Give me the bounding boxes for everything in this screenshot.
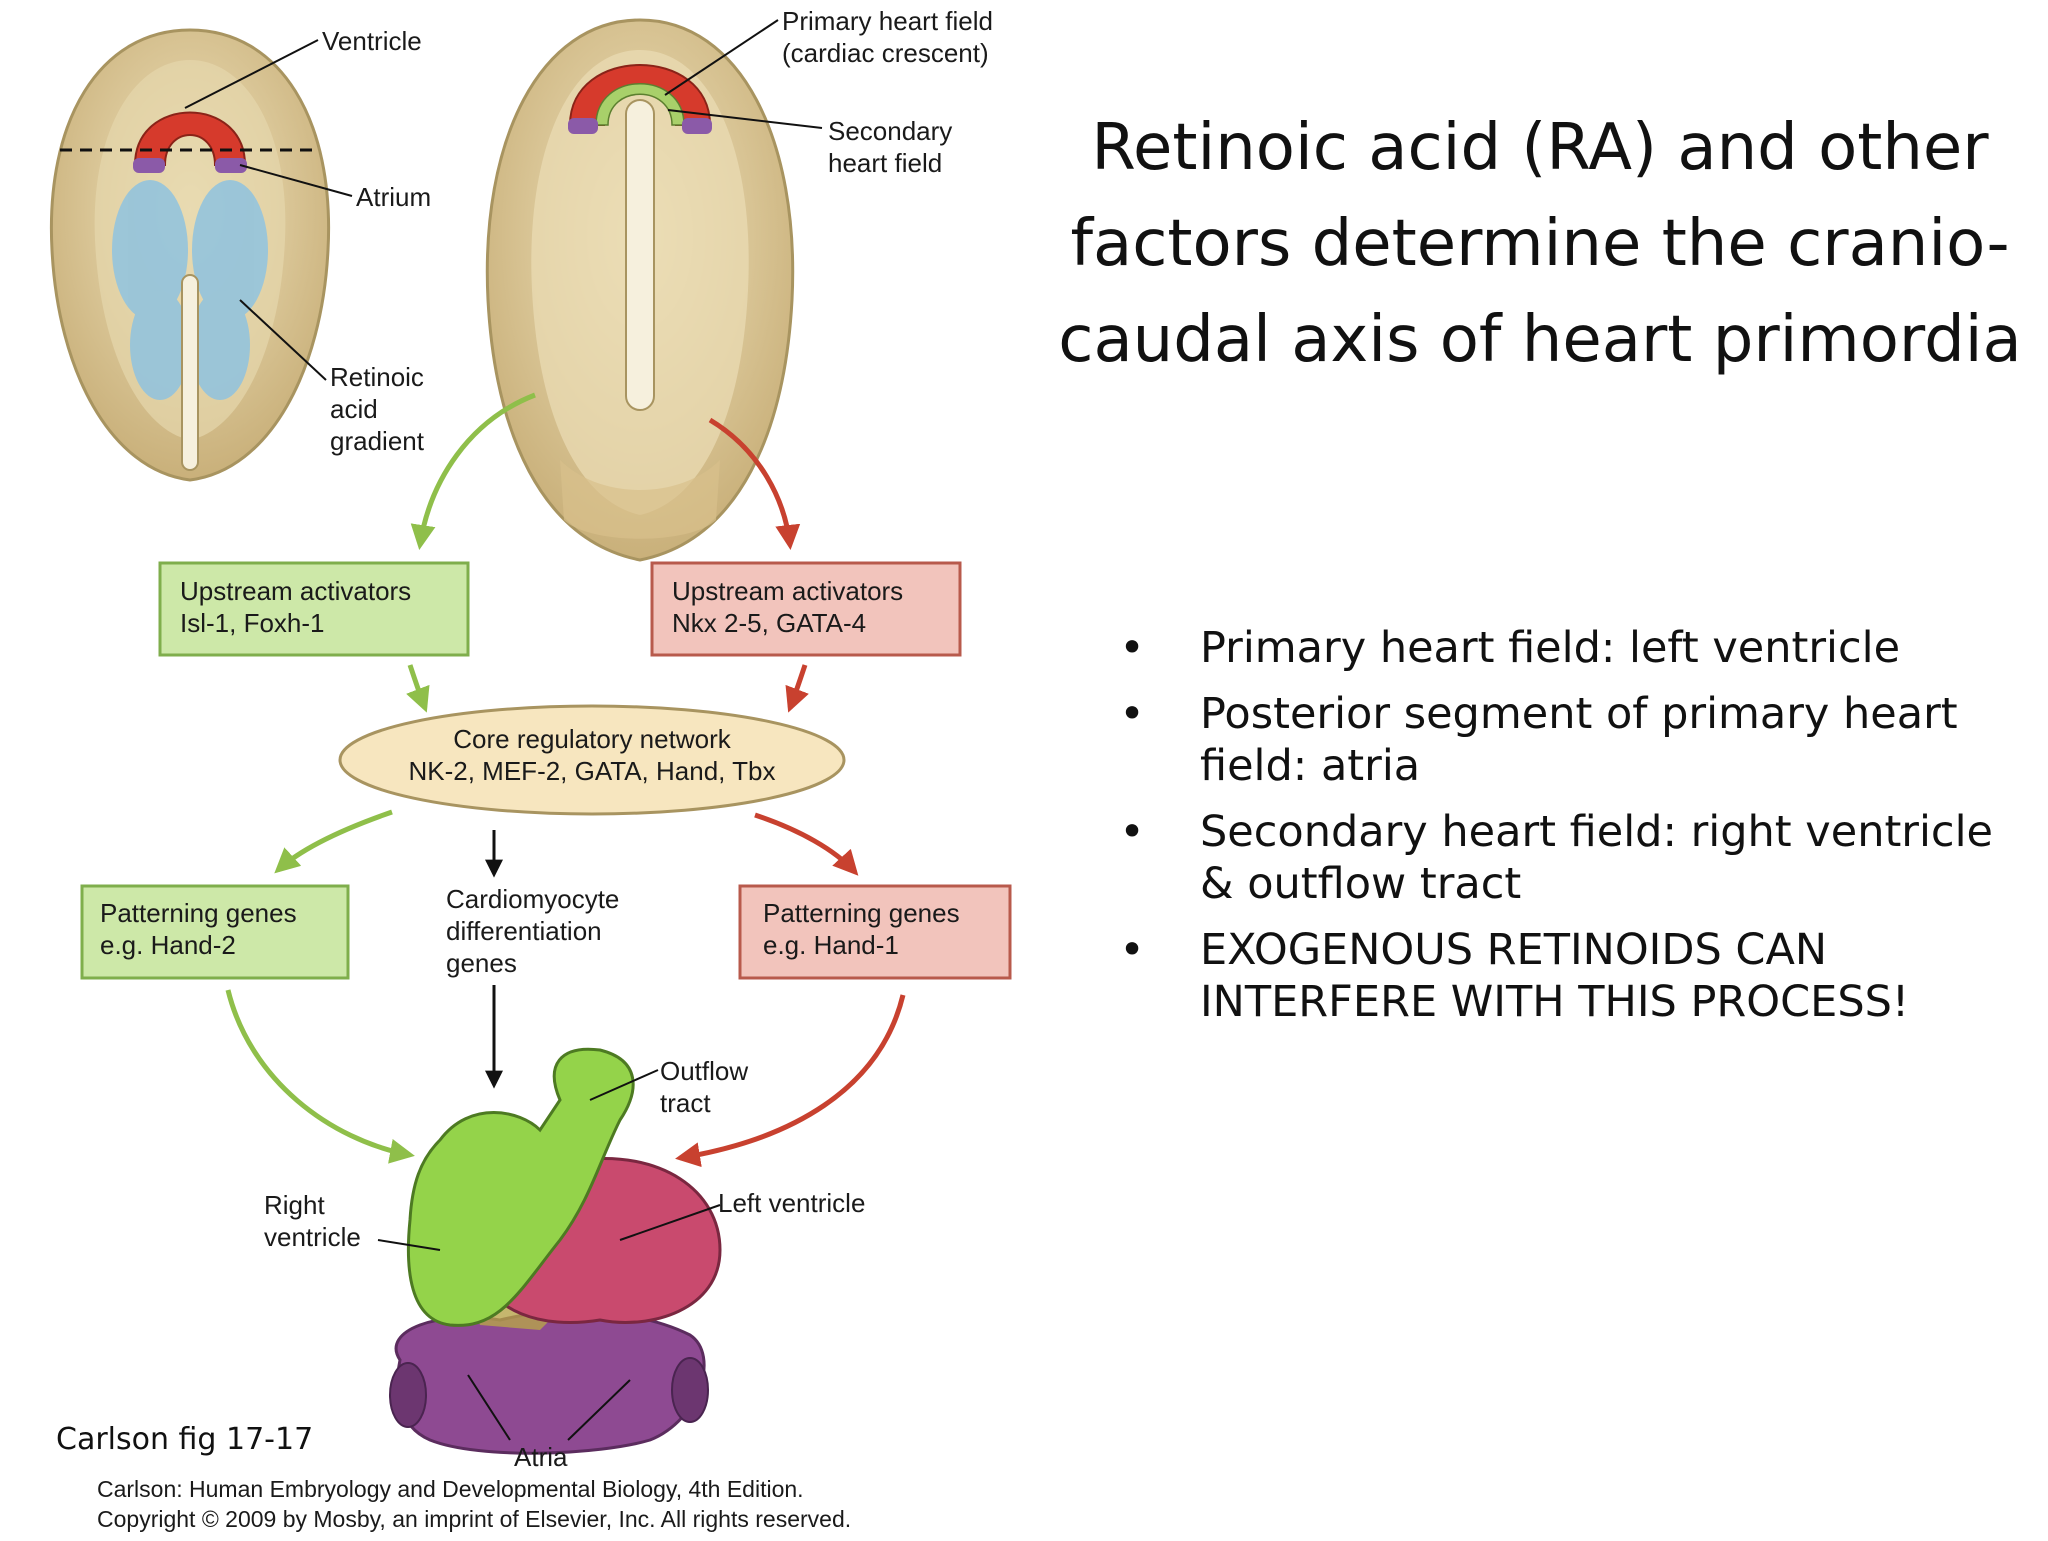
upstream-left-line-1: Upstream activators xyxy=(180,576,411,606)
red-arrow-4 xyxy=(675,994,906,1168)
green-arrow-3 xyxy=(274,809,393,874)
label-secondary-1: Secondary xyxy=(828,116,952,146)
bullet-marker: • xyxy=(1119,623,1145,673)
label-retinoic-1: Retinoic xyxy=(330,362,424,392)
bullet-text: Primary heart field: left ventricle xyxy=(1200,623,1901,673)
bullet-marker: • xyxy=(1119,807,1145,857)
green-arrow-2 xyxy=(406,664,430,713)
figure-svg: Upstream activators Isl-1, Foxh-1 Upstre… xyxy=(49,6,1012,1472)
upstream-right-line-1: Upstream activators xyxy=(672,576,903,606)
bullet-item: • Primary heart field: left ventricle xyxy=(1112,622,2012,674)
red-arrow-3 xyxy=(754,812,859,876)
upstream-right-box xyxy=(650,561,962,657)
label-primary-1: Primary heart field xyxy=(782,6,993,36)
upstream-left-line-2: Isl-1, Foxh-1 xyxy=(180,608,325,638)
bullet-item: • Secondary heart field: right ventricle… xyxy=(1112,806,2012,910)
label-left-ventricle: Left ventricle xyxy=(718,1188,865,1218)
green-arrow-1 xyxy=(410,392,536,550)
bullet-text: EXOGENOUS RETINOIDS CAN INTERFERE WITH T… xyxy=(1200,925,1910,1027)
cardio-line-1: Cardiomyocyte xyxy=(446,884,619,914)
cardio-line-3: genes xyxy=(446,948,517,978)
label-ventricle: Ventricle xyxy=(322,26,422,56)
left-embryo xyxy=(49,28,353,482)
label-right-1: Right xyxy=(264,1190,325,1220)
pattern-left-box xyxy=(80,884,350,980)
pattern-right-line-2: e.g. Hand-1 xyxy=(763,930,899,960)
retinoic-acid-dots xyxy=(112,180,268,400)
slide-title: Retinoic acid (RA) and other factors det… xyxy=(1058,111,2022,377)
bullet-item: • EXOGENOUS RETINOIDS CAN INTERFERE WITH… xyxy=(1112,924,2012,1028)
core-line-2: NK-2, MEF-2, GATA, Hand, Tbx xyxy=(409,756,776,786)
heart-illustration xyxy=(377,1047,722,1455)
figure-caption-line-1: Carlson: Human Embryology and Developmen… xyxy=(97,1476,804,1502)
cardio-line-2: differentiation xyxy=(446,916,602,946)
label-outflow-2: tract xyxy=(660,1088,711,1118)
upstream-right-line-2: Nkx 2-5, GATA-4 xyxy=(672,608,866,638)
bullet-marker: • xyxy=(1119,925,1145,975)
bullet-list: • Primary heart field: left ventricle • … xyxy=(1112,622,2012,1042)
bullet-text: Posterior segment of primary heart field… xyxy=(1200,689,1958,791)
label-right-2: ventricle xyxy=(264,1222,361,1252)
pattern-left-line-2: e.g. Hand-2 xyxy=(100,930,236,960)
core-line-1: Core regulatory network xyxy=(453,724,731,754)
red-arrow-1 xyxy=(708,417,801,550)
label-primary-2: (cardiac crescent) xyxy=(782,38,989,68)
bullet-marker: • xyxy=(1119,689,1145,739)
pattern-right-line-1: Patterning genes xyxy=(763,898,960,928)
label-outflow-1: Outflow xyxy=(660,1056,748,1086)
pattern-right-box xyxy=(738,884,1012,980)
red-arrow-2 xyxy=(785,664,809,713)
label-retinoic-2: acid xyxy=(330,394,378,424)
bullet-item: • Posterior segment of primary heart fie… xyxy=(1112,688,2012,792)
figure-reference: Carlson fig 17-17 xyxy=(56,1422,314,1457)
core-network-ellipse xyxy=(338,704,846,816)
bullet-text: Secondary heart field: right ventricle &… xyxy=(1200,807,1993,909)
upstream-left-box xyxy=(158,561,470,657)
label-atrium: Atrium xyxy=(356,182,431,212)
label-secondary-2: heart field xyxy=(828,148,942,178)
label-atria: Atria xyxy=(514,1442,568,1472)
heart-development-figure: Upstream activators Isl-1, Foxh-1 Upstre… xyxy=(49,6,1012,1472)
green-arrow-4 xyxy=(225,989,415,1164)
figure-caption-line-2: Copyright © 2009 by Mosby, an imprint of… xyxy=(97,1506,852,1532)
pattern-left-line-1: Patterning genes xyxy=(100,898,297,928)
label-retinoic-3: gradient xyxy=(330,426,425,456)
right-embryo xyxy=(485,18,823,562)
